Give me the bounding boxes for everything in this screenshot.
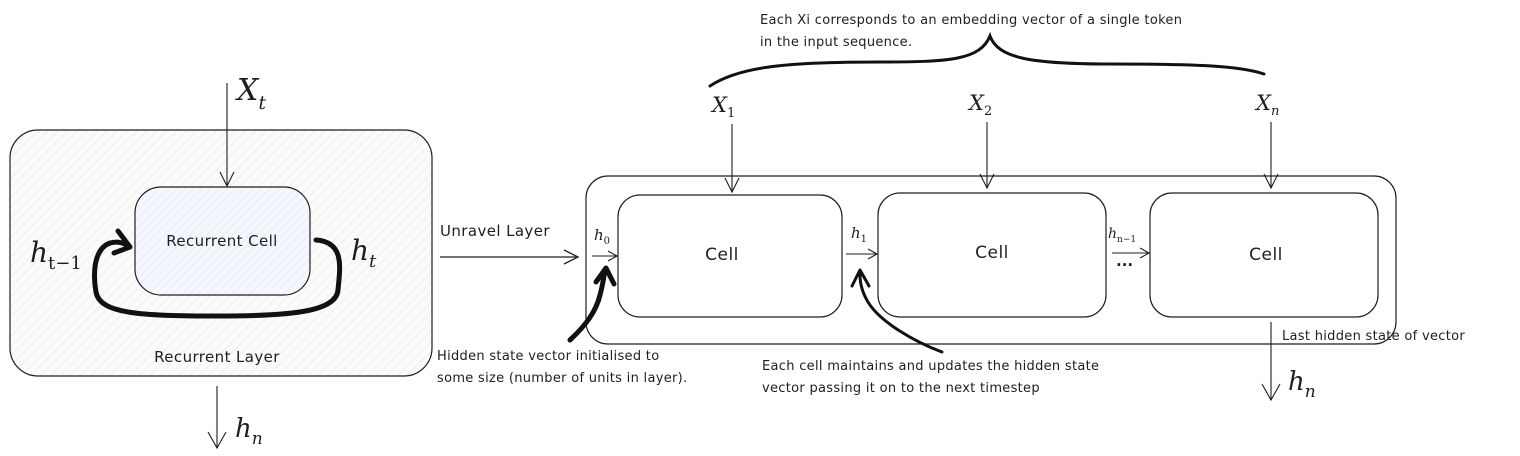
unravel-label: Unravel Layer	[440, 222, 550, 240]
input-xt-arrowhead	[219, 171, 235, 188]
input-x2-label: X2	[967, 91, 992, 119]
state-h1-arrowhead	[867, 248, 879, 260]
token-annotation-line2: in the input sequence.	[760, 35, 912, 50]
unrolled-group: X1 X2 Xn Cell Cell Cell h0 h1	[585, 91, 1465, 402]
input-xn-arrowhead	[1263, 173, 1279, 190]
token-annotation-group: Each Xi corresponds to an embedding vect…	[708, 13, 1266, 88]
state-ellipsis: ...	[1116, 252, 1133, 270]
cell-label-2: Cell	[975, 243, 1009, 263]
hidden-init-line2: some size (number of units in layer).	[437, 371, 687, 386]
state-h0-label: h0	[594, 226, 610, 247]
hidden-init-curve	[567, 267, 608, 343]
prev-state-label: ht−1	[30, 236, 82, 274]
last-hidden-annotation: Last hidden state of vector	[1282, 329, 1465, 344]
recurrent-layer-label: Recurrent Layer	[154, 348, 280, 366]
unrolled-container	[585, 175, 1397, 345]
recurrence-loop-arrowhead	[111, 228, 133, 256]
cell-box-2	[877, 192, 1107, 318]
unravel-group: Unravel Layer	[440, 222, 580, 265]
input-xt-label: Xt	[235, 73, 266, 114]
right-output-arrowhead	[1261, 383, 1281, 402]
state-hn1-arrowhead	[1139, 247, 1151, 259]
cell-box-3	[1149, 192, 1379, 318]
cell-update-line1: Each cell maintains and updates the hidd…	[762, 359, 1099, 374]
state-h0-arrowhead	[607, 250, 619, 262]
cell-update-line2: vector passing it on to the next timeste…	[762, 381, 1040, 396]
cell-update-annotation-group: Each cell maintains and updates the hidd…	[762, 268, 1099, 396]
hidden-init-annotation-group: Hidden state vector initialised to some …	[437, 265, 687, 386]
recurrent-cell-box	[134, 186, 311, 296]
input-x2-arrowhead	[979, 173, 995, 190]
left-output-arrowhead	[207, 431, 227, 450]
cell-update-arrowhead	[850, 268, 871, 288]
right-output-label: hn	[1288, 367, 1316, 402]
cell-label-3: Cell	[1249, 245, 1283, 265]
next-state-label: ht	[351, 234, 377, 272]
hidden-init-arrowhead	[593, 265, 617, 287]
cell-update-curve	[858, 273, 944, 354]
left-output-label: hn	[235, 414, 263, 449]
input-x1-label: X1	[710, 93, 735, 121]
cell-label-1: Cell	[705, 245, 739, 265]
input-xn-label: Xn	[1254, 91, 1279, 119]
state-h1-label: h1	[851, 224, 867, 245]
recurrent-cell-label: Recurrent Cell	[166, 232, 278, 250]
recurrent-layer-group: Xt Recurrent Cell ht−1 ht Recurrent Laye…	[9, 73, 433, 450]
state-hn1-label: hn−1	[1108, 226, 1136, 245]
token-annotation-line1: Each Xi corresponds to an embedding vect…	[760, 13, 1182, 28]
unravel-arrowhead	[563, 249, 580, 265]
recurrence-loop	[92, 237, 343, 319]
input-x1-arrowhead	[724, 177, 740, 194]
token-brace	[708, 31, 1266, 88]
hidden-init-line1: Hidden state vector initialised to	[437, 349, 659, 364]
